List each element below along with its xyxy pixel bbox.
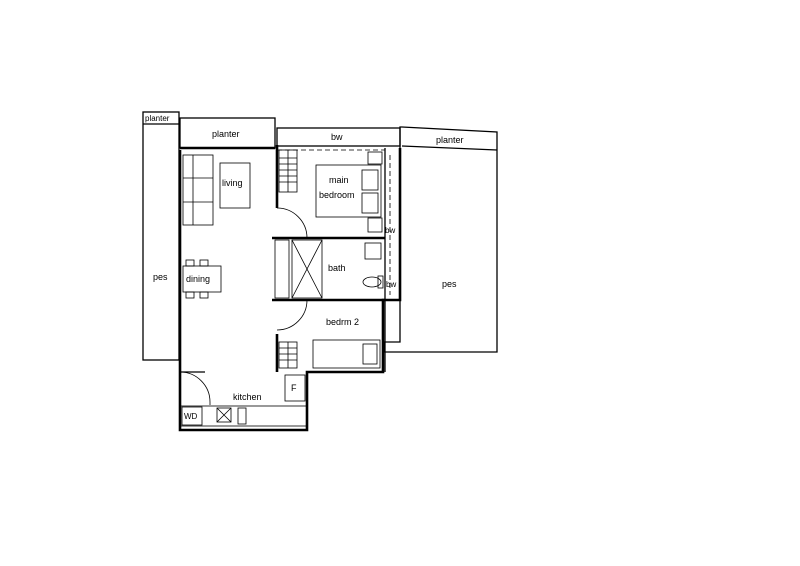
- label-planter-top: planter: [212, 129, 240, 139]
- label-washer-dryer: WD: [184, 412, 198, 421]
- label-living: living: [222, 178, 243, 188]
- label-main-bedroom-1: main: [329, 175, 349, 185]
- living-furniture: [182, 154, 251, 226]
- label-pes-right: pes: [442, 279, 457, 289]
- bath-fixtures: [362, 242, 384, 289]
- label-bw-right-upper: bw: [385, 226, 395, 235]
- label-bw-top: bw: [331, 132, 343, 142]
- shower: [274, 239, 323, 299]
- kitchen-fixtures: [179, 374, 308, 427]
- planter-top-area: [179, 117, 276, 150]
- label-bath: bath: [328, 263, 346, 273]
- label-planter-right: planter: [436, 135, 464, 145]
- dining-furniture: [182, 259, 222, 299]
- wardrobe-main: [278, 149, 298, 193]
- pes-left-area: [142, 111, 180, 361]
- door-swings: [179, 207, 308, 405]
- label-bedroom2: bedrm 2: [326, 317, 359, 327]
- wardrobe-bedrm2: [278, 341, 298, 369]
- label-planter-left: planter: [145, 114, 170, 123]
- label-dining: dining: [186, 274, 210, 284]
- label-kitchen: kitchen: [233, 392, 262, 402]
- bedroom2-bed: [312, 339, 381, 369]
- label-fridge: F: [291, 383, 297, 393]
- main-bed: [315, 151, 383, 233]
- label-bw-right-lower: bw: [386, 280, 396, 289]
- label-main-bedroom-2: bedroom: [319, 190, 355, 200]
- label-pes-left: pes: [153, 272, 168, 282]
